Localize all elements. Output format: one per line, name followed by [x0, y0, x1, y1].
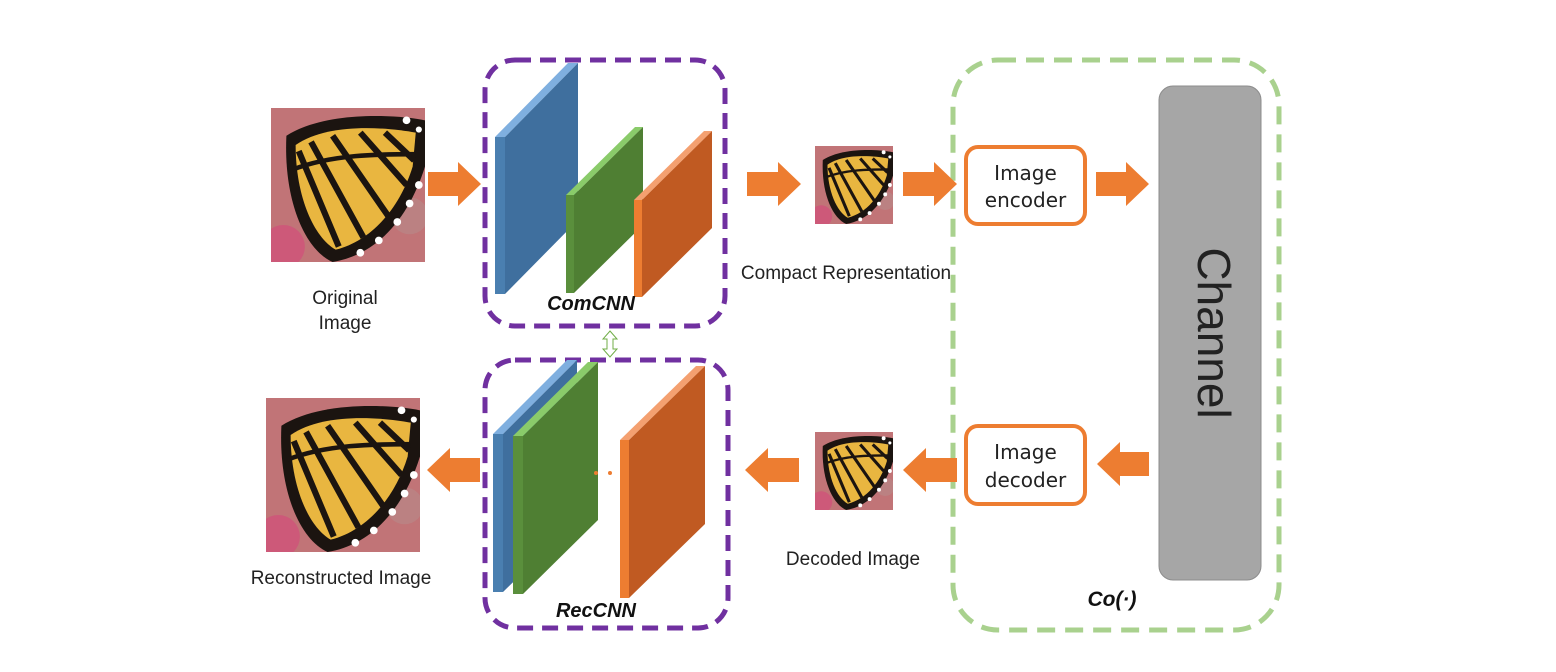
- left-arrow-decoder-to-decoded: [903, 448, 957, 492]
- decoded-image: [815, 432, 893, 510]
- compact-representation-image: [815, 146, 893, 224]
- comcnn-layer-green: [566, 127, 643, 293]
- left-arrow-reccnn-to-reconstructed: [427, 448, 480, 492]
- decoded-image-label: Decoded Image: [786, 549, 920, 570]
- image-encoder-line2: encoder: [985, 188, 1067, 212]
- image-decoder-box: [964, 424, 1087, 506]
- reconstructed-image: [257, 398, 423, 558]
- image-encoder-line1: Image: [994, 161, 1057, 185]
- left-arrow-channel-to-decoder: [1097, 442, 1149, 486]
- comcnn-label: ComCNN: [547, 293, 635, 315]
- right-arrow-comcnn-to-compact: [747, 162, 801, 206]
- channel-label: Channel: [1188, 247, 1240, 418]
- reccnn-layer-orange: [620, 366, 705, 598]
- left-arrow-decoded-to-reccnn: [745, 448, 799, 492]
- right-arrow-compact-to-encoder: [903, 162, 957, 206]
- original-image-label-line1: Original: [312, 288, 377, 309]
- right-arrow-encoder-to-channel: [1096, 162, 1149, 206]
- reccnn-dots: [594, 471, 612, 475]
- image-encoder-box: [964, 145, 1087, 226]
- comcnn-layer-blue: [495, 63, 578, 294]
- compact-representation-label: Compact Representation: [741, 263, 951, 284]
- reccnn-group-border: [482, 357, 731, 631]
- reconstructed-image-label: Reconstructed Image: [251, 568, 432, 589]
- reccnn-layer-green: [513, 362, 598, 594]
- reccnn-label: RecCNN: [556, 600, 637, 622]
- channel-box: [1158, 85, 1262, 581]
- original-image-label-line2: Image: [319, 313, 372, 334]
- double-arrow-icon: [601, 330, 619, 358]
- comcnn-layer-orange: [634, 131, 712, 297]
- right-arrow-original-to-comcnn: [428, 162, 481, 206]
- image-decoder-line2: decoder: [985, 468, 1067, 492]
- codec-label: Co(·): [1088, 588, 1137, 611]
- comcnn-group-border: [482, 57, 728, 329]
- original-image: [262, 108, 428, 268]
- image-decoder-line1: Image: [994, 440, 1057, 464]
- codec-group-border: [950, 57, 1282, 633]
